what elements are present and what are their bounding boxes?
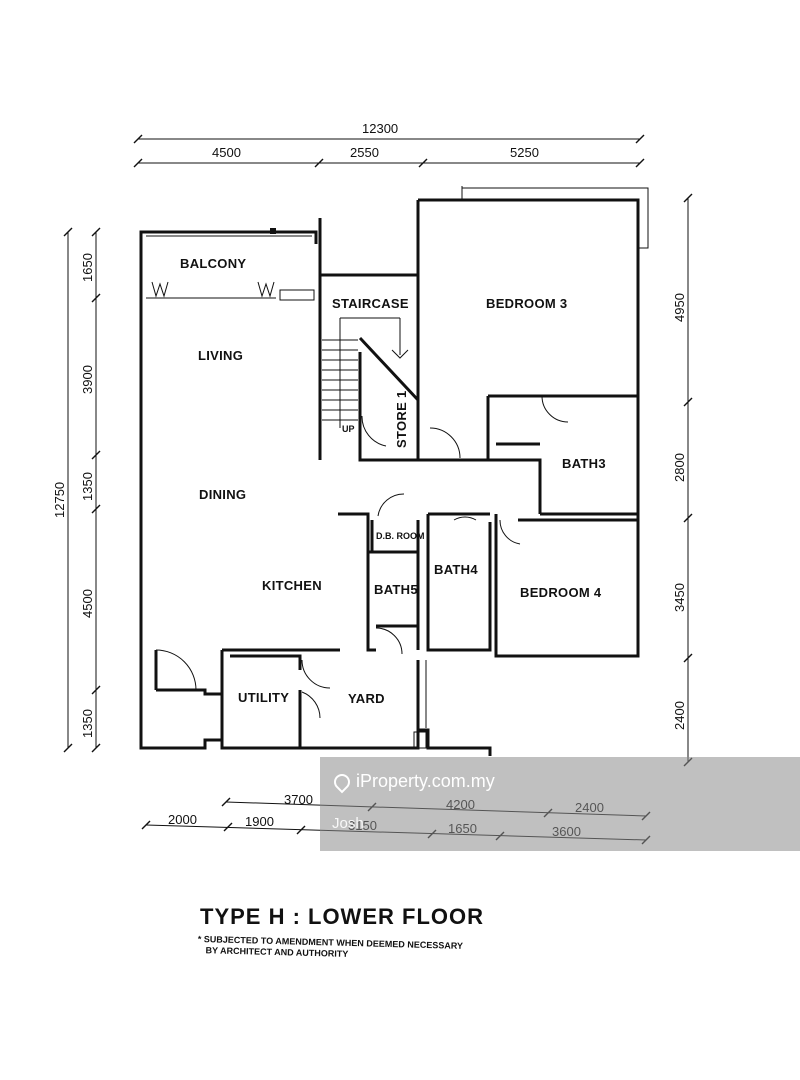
dim-bottom-r2-1: 2000	[168, 812, 197, 827]
label-store1: STORE 1	[394, 391, 409, 449]
dim-right-seg-2: 2800	[672, 453, 687, 482]
watermark-brand-text: iProperty.com.my	[356, 771, 495, 791]
label-bedroom4: BEDROOM 4	[520, 585, 602, 600]
watermark-user: Josh	[332, 815, 364, 832]
label-kitchen: KITCHEN	[262, 578, 322, 593]
watermark-overlay: iProperty.com.my Josh	[320, 757, 800, 851]
top-dimensions: 12300 4500 2550 5250	[133, 121, 645, 168]
label-balcony: BALCONY	[180, 256, 246, 271]
label-db-room: D.B. ROOM	[376, 531, 425, 541]
door-swings	[155, 395, 569, 719]
room-labels: BALCONY LIVING DINING KITCHEN UTILITY YA…	[180, 256, 606, 706]
dim-left-seg-3: 1350	[80, 472, 95, 501]
dim-top-seg-1: 4500	[212, 145, 241, 160]
label-bath4: BATH4	[434, 562, 478, 577]
dim-right-seg-4: 2400	[672, 701, 687, 730]
dim-bottom-r1-1: 3700	[284, 792, 313, 807]
dim-top-seg-3: 5250	[510, 145, 539, 160]
watermark-brand: iProperty.com.my	[330, 770, 495, 794]
label-bedroom3: BEDROOM 3	[486, 296, 567, 311]
label-staircase: STAIRCASE	[332, 296, 409, 311]
label-bath3: BATH3	[562, 456, 606, 471]
dim-left-seg-2: 3900	[80, 365, 95, 394]
location-pin-icon	[330, 770, 354, 794]
dim-left-seg-4: 4500	[80, 589, 95, 618]
dim-bottom-r2-2: 1900	[245, 814, 274, 829]
dim-top-total: 12300	[362, 121, 398, 136]
dim-left-total: 12750	[52, 482, 67, 518]
dim-right-seg-1: 4950	[672, 293, 687, 322]
balcony-sliding-doors	[151, 228, 276, 298]
stair-treads	[322, 317, 409, 428]
dim-right-seg-3: 3450	[672, 583, 687, 612]
label-bath5: BATH5	[374, 582, 418, 597]
dim-top-seg-2: 2550	[350, 145, 379, 160]
floor-plan-title: TYPE H : LOWER FLOOR	[200, 904, 484, 929]
label-dining: DINING	[199, 487, 246, 502]
dim-left-seg-5: 1350	[80, 709, 95, 738]
label-living: LIVING	[198, 348, 243, 363]
left-dimensions: 12750 1650 3900 1350 4500 1350	[52, 227, 101, 753]
label-utility: UTILITY	[238, 690, 289, 705]
walls	[139, 186, 649, 756]
label-yard: YARD	[348, 691, 385, 706]
label-up: UP	[342, 424, 355, 434]
right-dimensions: 4950 2800 3450 2400	[672, 193, 693, 767]
dim-left-seg-1: 1650	[80, 253, 95, 282]
